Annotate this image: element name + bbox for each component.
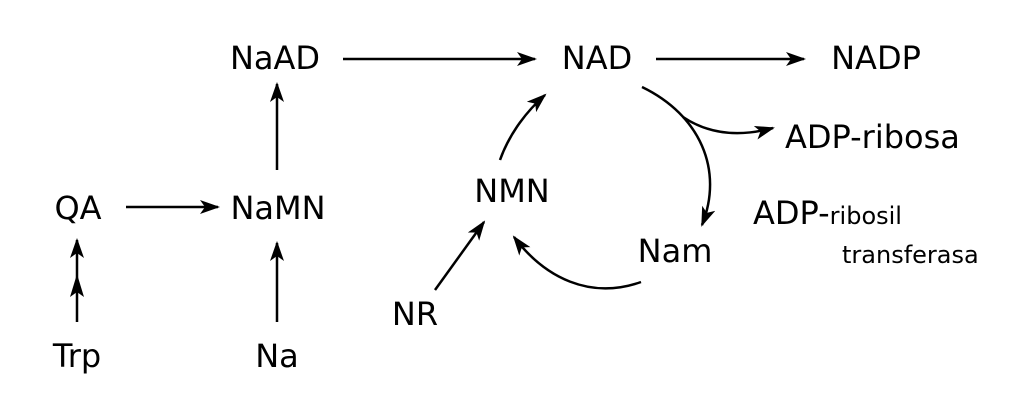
node-nadp: NADP	[831, 39, 921, 77]
enzyme-label: ADP-ribosil	[753, 194, 902, 232]
enzyme-label-prefix: ADP-	[753, 194, 830, 232]
arrow-nam-to-nmn	[512, 235, 642, 290]
node-nr: NR	[392, 295, 438, 333]
arrow-trp-to-qa-second-head	[70, 274, 84, 297]
arrow-nad-to-nam	[641, 85, 716, 227]
node-naad: NaAD	[230, 39, 320, 77]
enzyme-label-line2: transferasa	[842, 241, 979, 269]
arrow-to-adp-ribosa	[682, 115, 775, 140]
node-adp-ribosa: ADP-ribosa	[785, 118, 960, 156]
node-nmn: NMN	[474, 172, 549, 210]
node-namn: NaMN	[230, 189, 325, 227]
arrow-nmn-to-nad	[498, 93, 547, 161]
node-trp: Trp	[52, 337, 101, 375]
node-nam: Nam	[638, 232, 713, 270]
node-qa: QA	[54, 189, 101, 227]
enzyme-label-line1: ribosil	[830, 202, 902, 230]
node-nad: NAD	[562, 39, 632, 77]
node-na: Na	[255, 337, 299, 375]
arrow-nr-to-nmn	[433, 220, 486, 291]
